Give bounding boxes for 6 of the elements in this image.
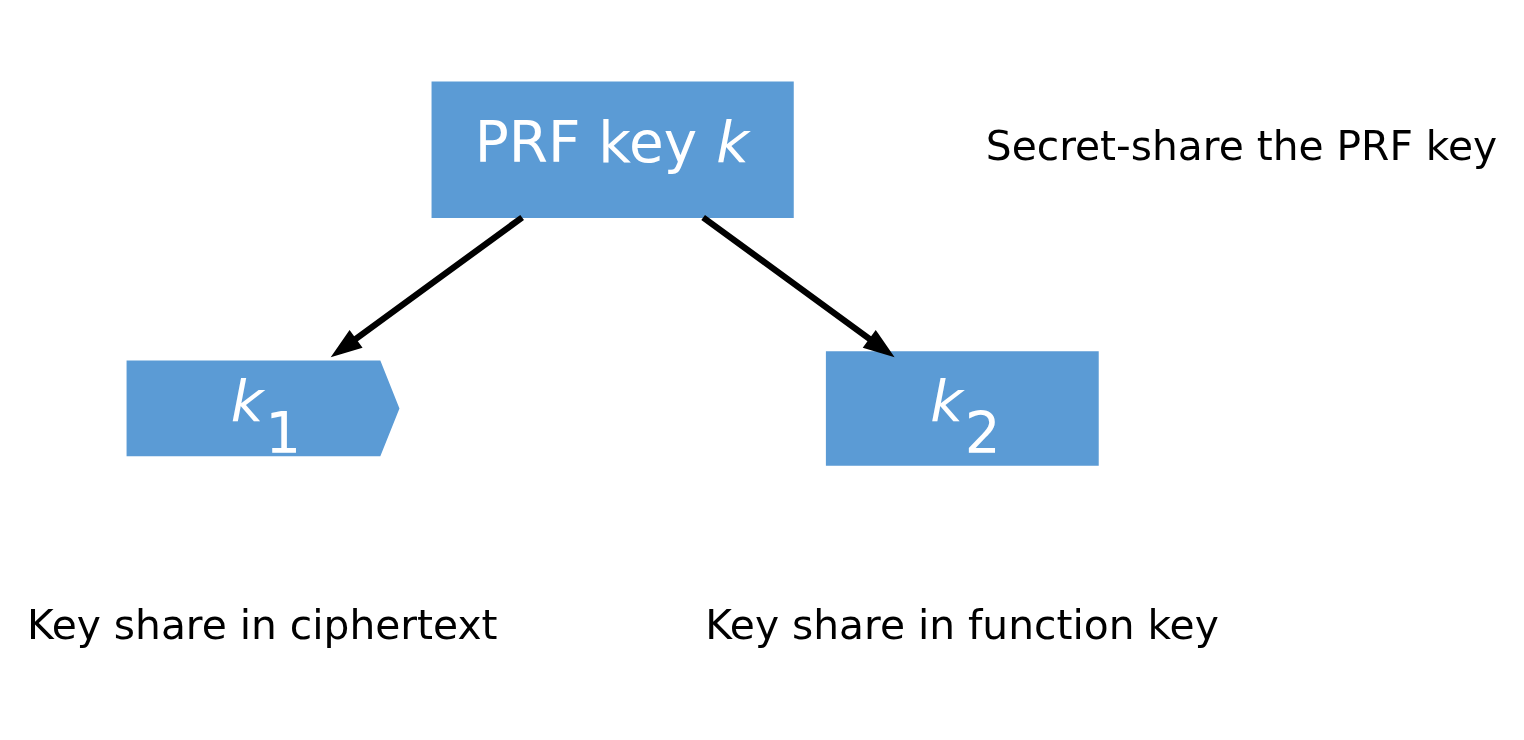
node-box: PRF key k [431, 81, 794, 218]
arrow [330, 214, 524, 358]
arrow [701, 214, 895, 358]
label: Secret-share the PRF key [985, 121, 1498, 170]
node-label: Key share in function key [705, 600, 1219, 649]
node-label: Key share in ciphertext [27, 600, 498, 649]
